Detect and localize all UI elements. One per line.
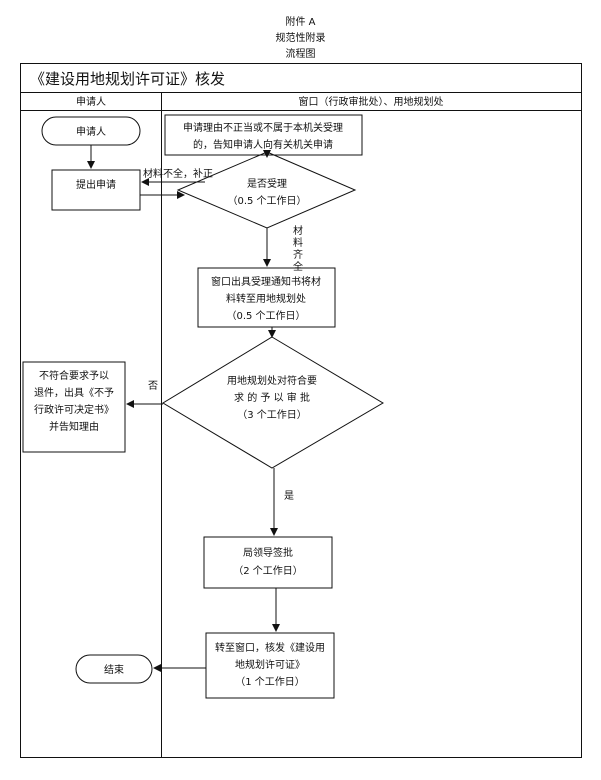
review-text: 求 的 予 以 审 批 — [234, 391, 310, 404]
review-diamond — [162, 336, 384, 469]
accept-text: 是否受理 — [247, 178, 287, 190]
complete-label: 齐 — [293, 248, 303, 261]
reject-text: 退件，出具《不予 — [34, 386, 114, 399]
reject-text: 并告知理由 — [49, 420, 99, 433]
start-label: 申请人 — [76, 125, 106, 138]
issue-box — [205, 632, 335, 699]
submit-box — [51, 169, 141, 211]
submit-label: 提出申请 — [76, 178, 116, 191]
window-box — [197, 267, 336, 328]
leader-text: （2 个工作日） — [233, 565, 303, 577]
reject-box — [22, 361, 126, 453]
accept-text: （0.5 个工作日） — [227, 195, 306, 207]
window-text: （0.5 个工作日） — [226, 310, 305, 322]
appendix-label: 附件 A — [285, 17, 316, 28]
leader-box — [203, 536, 333, 589]
yes-label: 是 — [284, 490, 294, 502]
issue-text: （1 个工作日） — [235, 676, 305, 688]
table-title: 《建设用地规划许可证》核发 — [30, 70, 225, 88]
review-text: 用地规划处对符合要 — [227, 374, 317, 387]
no-label: 否 — [148, 380, 158, 392]
complete-label: 材 — [293, 224, 303, 237]
complete-label: 料 — [293, 236, 303, 249]
issue-text: 地规划许可证》 — [235, 658, 305, 671]
end-terminal — [75, 654, 153, 684]
flowchart-heading: 流程图 — [285, 49, 316, 60]
accept-diamond — [176, 151, 357, 229]
table-border — [20, 63, 582, 758]
reject-top-text: 的，告知申请人向有关机关申请 — [193, 138, 333, 151]
window-text: 窗口出具受理通知书将材 — [211, 275, 321, 288]
issue-text: 转至窗口，核发《建设用 — [215, 641, 325, 654]
appendix-type: 规范性附录 — [275, 33, 326, 44]
reject-text: 行政许可决定书》 — [34, 403, 114, 416]
incomplete-label: 材料不全，补正 — [143, 167, 213, 180]
complete-label: 全 — [293, 260, 303, 273]
review-text: （3 个工作日） — [237, 409, 307, 421]
leader-text: 局领导签批 — [243, 546, 293, 559]
reject-top-text: 申请理由不正当或不属于本机关受理 — [183, 121, 343, 134]
lane-header-office: 窗口（行政审批处）、用地规划处 — [299, 95, 444, 108]
lane-header-applicant: 申请人 — [76, 95, 106, 108]
arrows — [87, 145, 280, 672]
reject-text: 不符合要求予以 — [39, 369, 109, 382]
end-label: 结束 — [104, 663, 124, 676]
window-text: 料转至用地规划处 — [226, 292, 306, 305]
